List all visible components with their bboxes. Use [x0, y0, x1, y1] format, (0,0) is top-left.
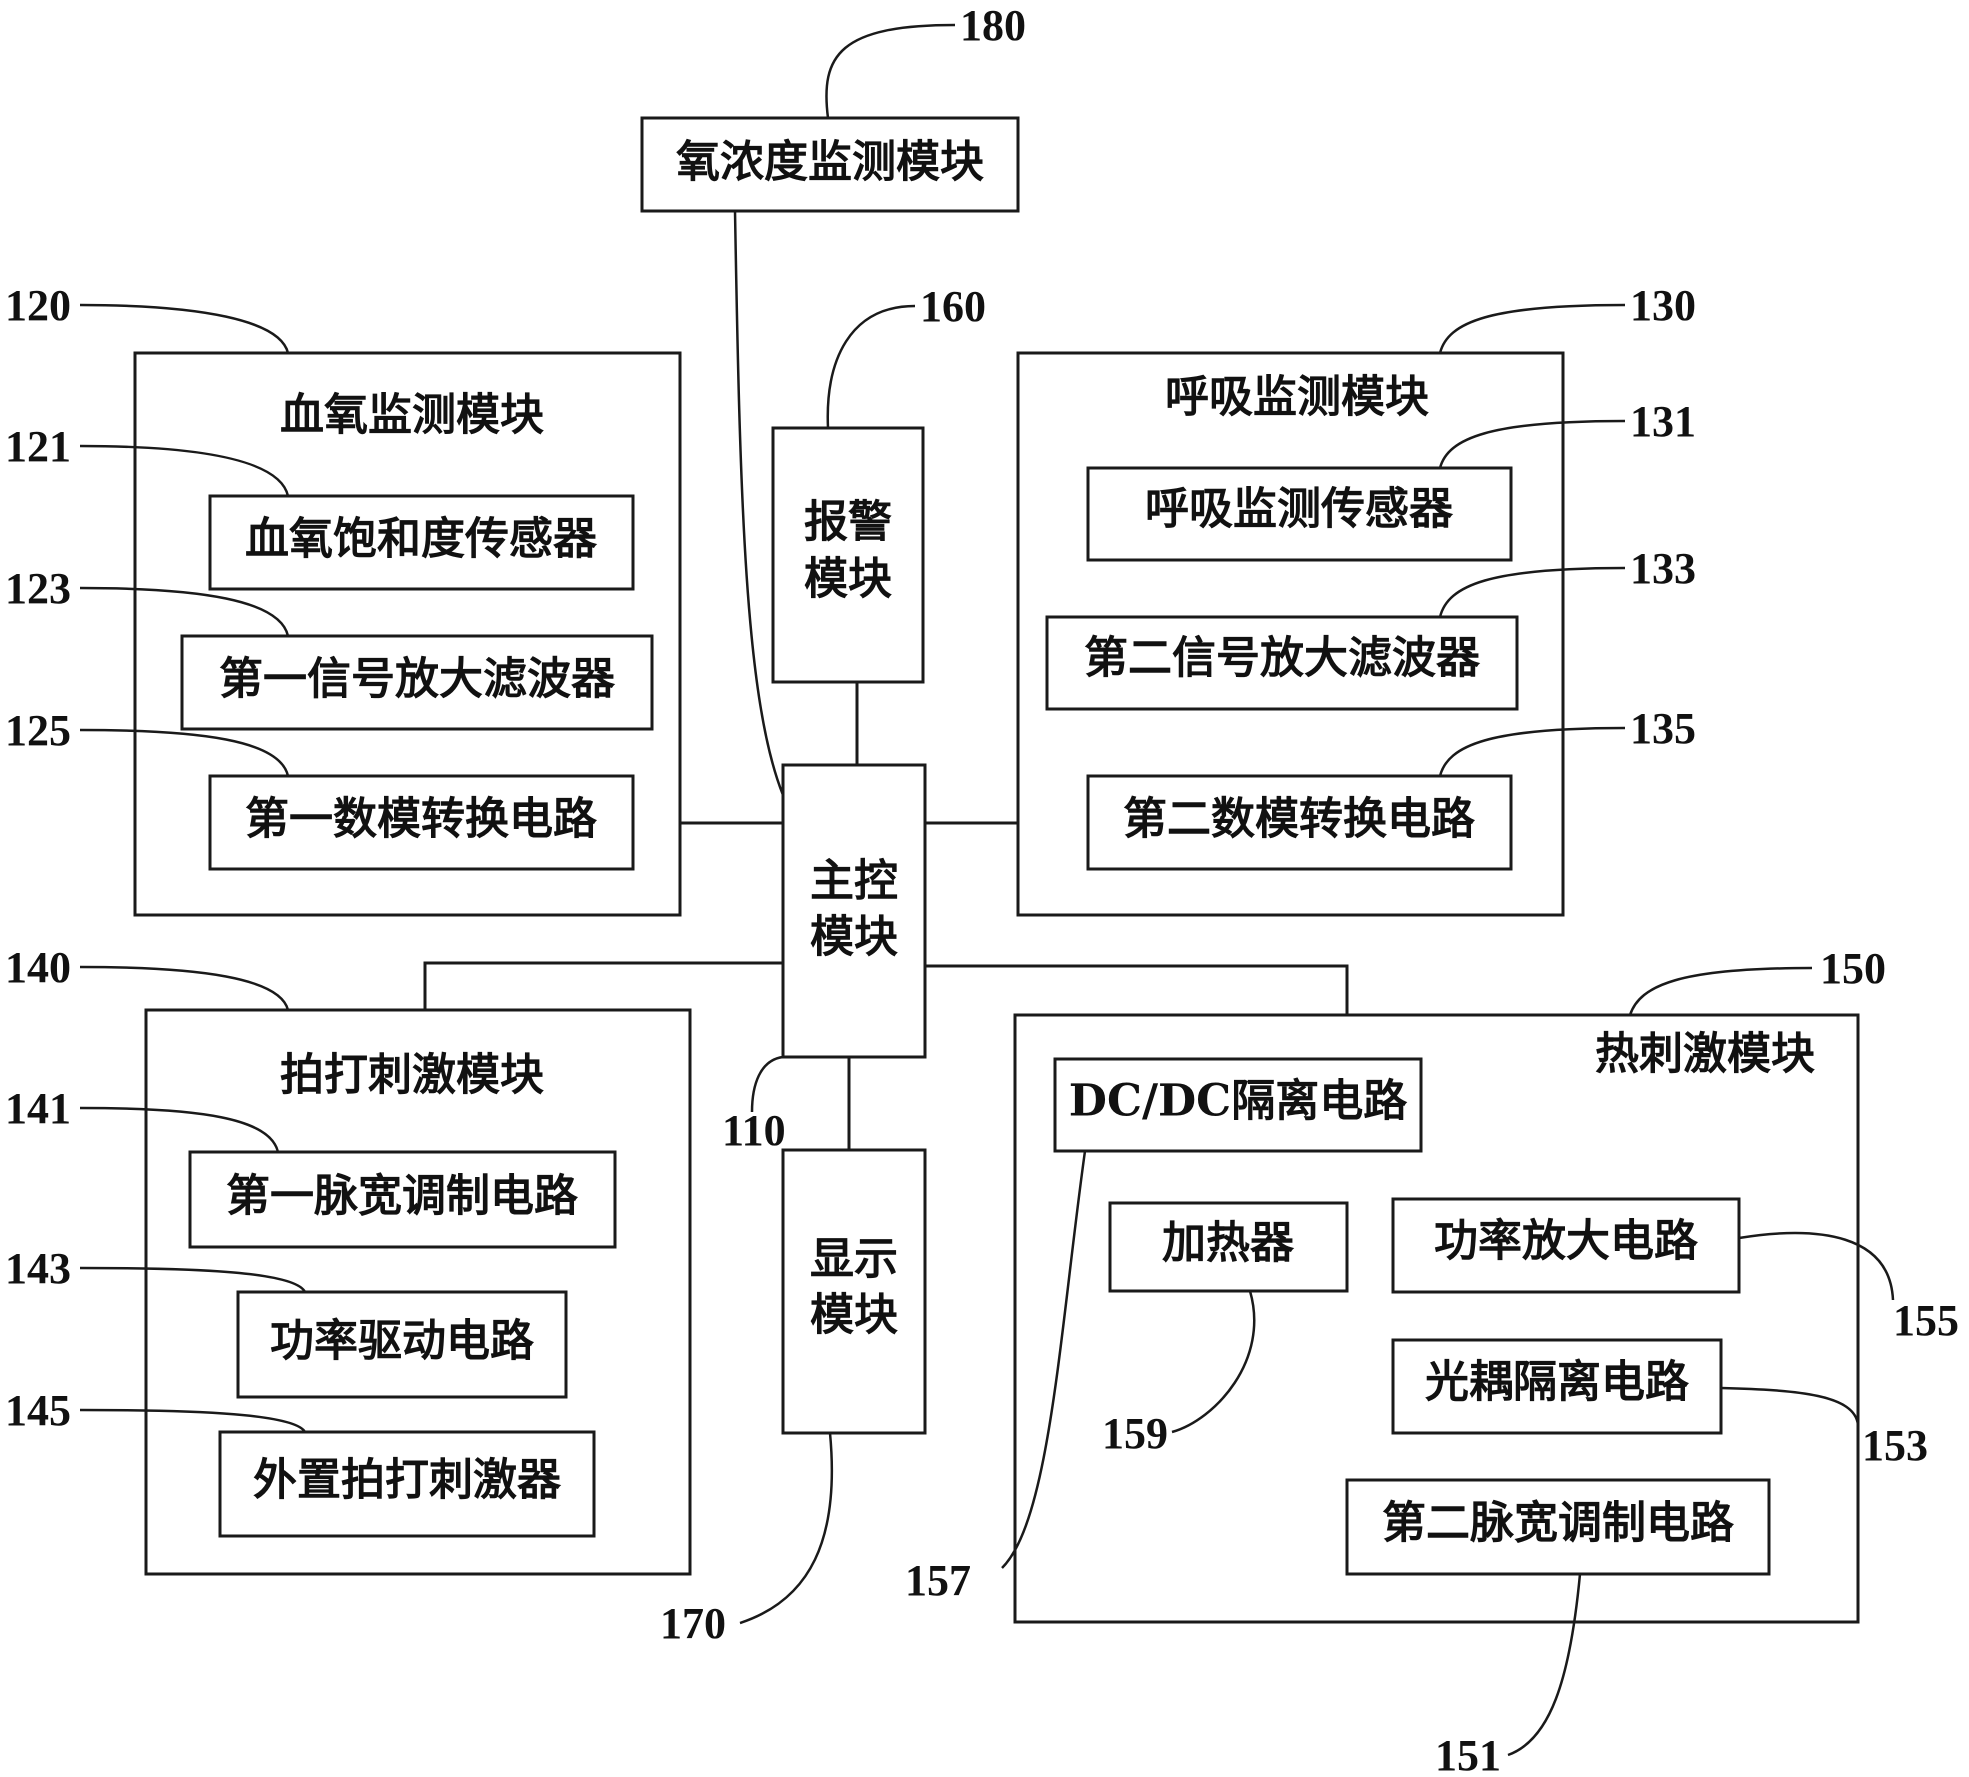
power-amplifier-circuit [1391, 1197, 1741, 1294]
blood-oxygen-sensor-label: 血氧饱和度传感器 [245, 514, 598, 565]
ref-141: 141 [5, 1084, 71, 1133]
leader-143 [79, 1266, 307, 1293]
blood-oxygen-title: 血氧监测模块 [280, 390, 544, 441]
display-label-line1: 显示 [810, 1234, 898, 1285]
first-pwm-circuit-label: 第一脉宽调制电路 [226, 1171, 579, 1222]
ref-130: 130 [1630, 281, 1696, 330]
respiration-title: 呼吸监测模块 [1165, 372, 1429, 423]
dcdc-isolation-circuit-label: DC/DC隔离电路 [1069, 1076, 1408, 1127]
display-label-line2: 模块 [810, 1290, 898, 1341]
leader-150 [1628, 966, 1813, 1016]
leader-125 [79, 728, 290, 777]
leader-131 [1438, 419, 1626, 469]
ref-150: 150 [1820, 944, 1886, 993]
external-tapping-stimulator-label: 外置拍打刺激器 [253, 1455, 562, 1506]
leader-180 [825, 23, 956, 119]
second-signal-filter-label: 第二信号放大滤波器 [1084, 633, 1481, 684]
respiration-sensor [1086, 466, 1513, 562]
ref-145: 145 [5, 1386, 71, 1435]
leader-160 [826, 304, 916, 429]
second-pwm-circuit-label: 第二脉宽调制电路 [1382, 1498, 1735, 1549]
leader-153 [1720, 1386, 1860, 1426]
main-control-label-line2: 模块 [810, 912, 898, 963]
link-main-thermal [925, 964, 1349, 1015]
leader-151 [1507, 1573, 1582, 1757]
leader-130 [1438, 303, 1626, 354]
ref-159: 159 [1102, 1409, 1168, 1458]
ref-143: 143 [5, 1244, 71, 1293]
power-driver-circuit-label: 功率驱动电路 [270, 1316, 535, 1367]
leader-121 [79, 444, 290, 497]
ref-131: 131 [1630, 397, 1696, 446]
heater-label: 加热器 [1162, 1218, 1295, 1269]
leader-141 [79, 1106, 280, 1153]
leader-180-to-main [733, 210, 785, 796]
oxygen-concentration-module [640, 116, 1020, 213]
ref-155: 155 [1893, 1296, 1959, 1345]
first-dac-circuit [208, 774, 635, 871]
leader-170 [739, 1432, 834, 1625]
ref-140: 140 [5, 943, 71, 992]
alarm-label-line2: 模块 [804, 554, 892, 605]
external-tapping-stimulator [218, 1430, 596, 1538]
first-signal-filter [180, 634, 654, 731]
leader-140 [79, 965, 290, 1011]
dcdc-isolation-circuit [1053, 1057, 1423, 1153]
ref-153: 153 [1862, 1421, 1928, 1470]
main-control-module [781, 763, 927, 1059]
ref-123: 123 [5, 564, 71, 613]
second-signal-filter [1045, 615, 1519, 711]
display-module [781, 1148, 927, 1435]
optocoupler-isolation-circuit-label: 光耦隔离电路 [1425, 1357, 1690, 1408]
oxygen-concentration-label: 氧浓度监测模块 [676, 137, 984, 188]
power-driver-circuit [236, 1290, 568, 1399]
second-pwm-circuit [1345, 1478, 1771, 1576]
ref-180: 180 [960, 1, 1026, 50]
leader-159 [1171, 1290, 1256, 1434]
reference-numerals: 180 120 121 123 125 160 130 131 133 135 … [5, 1, 1959, 1777]
second-dac-circuit-label: 第二数模转换电路 [1123, 794, 1476, 845]
thermal-title: 热刺激模块 [1595, 1029, 1815, 1080]
heater [1108, 1201, 1349, 1293]
respiration-sensor-label: 呼吸监测传感器 [1145, 484, 1454, 535]
leader-135 [1438, 726, 1626, 777]
alarm-module [771, 426, 925, 684]
leader-155 [1738, 1231, 1895, 1301]
ref-120: 120 [5, 281, 71, 330]
ref-133: 133 [1630, 544, 1696, 593]
ref-110: 110 [722, 1106, 786, 1155]
second-dac-circuit [1086, 774, 1513, 871]
leader-120 [79, 303, 290, 354]
link-main-tapping [423, 961, 783, 1010]
first-dac-circuit-label: 第一数模转换电路 [245, 794, 598, 845]
ref-135: 135 [1630, 704, 1696, 753]
blood-oxygen-sensor [208, 494, 635, 591]
ref-125: 125 [5, 706, 71, 755]
leader-145 [79, 1408, 307, 1433]
ref-121: 121 [5, 422, 71, 471]
leader-110 [750, 1055, 784, 1113]
ref-151: 151 [1435, 1731, 1501, 1777]
leader-lines [79, 23, 1895, 1757]
leader-123 [79, 586, 290, 637]
leader-133 [1438, 566, 1626, 618]
first-pwm-circuit [188, 1150, 617, 1249]
leader-157 [1001, 1150, 1087, 1569]
main-control-label-line1: 主控 [810, 856, 898, 907]
power-amplifier-circuit-label: 功率放大电路 [1434, 1216, 1699, 1267]
alarm-label-line1: 报警 [804, 497, 892, 548]
optocoupler-isolation-circuit [1391, 1338, 1723, 1435]
tapping-title: 拍打刺激模块 [280, 1050, 544, 1101]
ref-157: 157 [905, 1556, 971, 1605]
first-signal-filter-label: 第一信号放大滤波器 [219, 654, 616, 705]
ref-160: 160 [920, 282, 986, 331]
ref-170: 170 [660, 1599, 726, 1648]
